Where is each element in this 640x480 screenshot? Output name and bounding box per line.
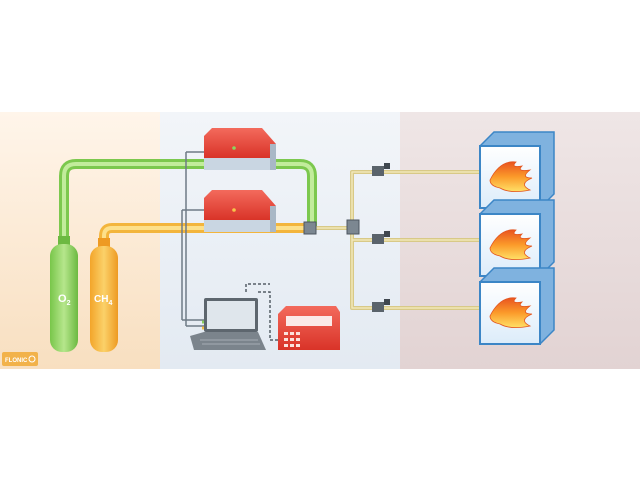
valve-icon	[372, 163, 390, 176]
methane-tank-icon: CH4	[90, 238, 118, 352]
logo-icon[interactable]: FLONIC	[2, 352, 38, 366]
burner-box-icon	[479, 199, 555, 277]
laptop-icon[interactable]	[190, 298, 266, 350]
flame-icon	[489, 161, 533, 192]
valve-icon	[372, 299, 390, 312]
burner-box-icon	[479, 267, 555, 345]
valve-icon	[346, 219, 360, 235]
mass-flow-controller-icon	[204, 128, 276, 170]
supply-zone	[0, 112, 160, 369]
valve-icon	[303, 221, 317, 235]
flame-icon	[489, 229, 533, 260]
methane-tank-label: CH4	[94, 294, 112, 307]
logo-text: FLONIC	[5, 358, 28, 364]
oxygen-tank-icon: O2	[50, 236, 78, 352]
oxygen-tank-label: O2	[58, 293, 71, 307]
valve-icon	[372, 231, 390, 244]
oxygen-pipe	[59, 159, 317, 245]
control-keypad-icon[interactable]	[278, 306, 340, 350]
flame-icon	[489, 297, 533, 328]
mass-flow-controller-icon	[204, 190, 276, 232]
methane-pipe	[99, 223, 315, 249]
burner-box-icon	[479, 131, 555, 209]
